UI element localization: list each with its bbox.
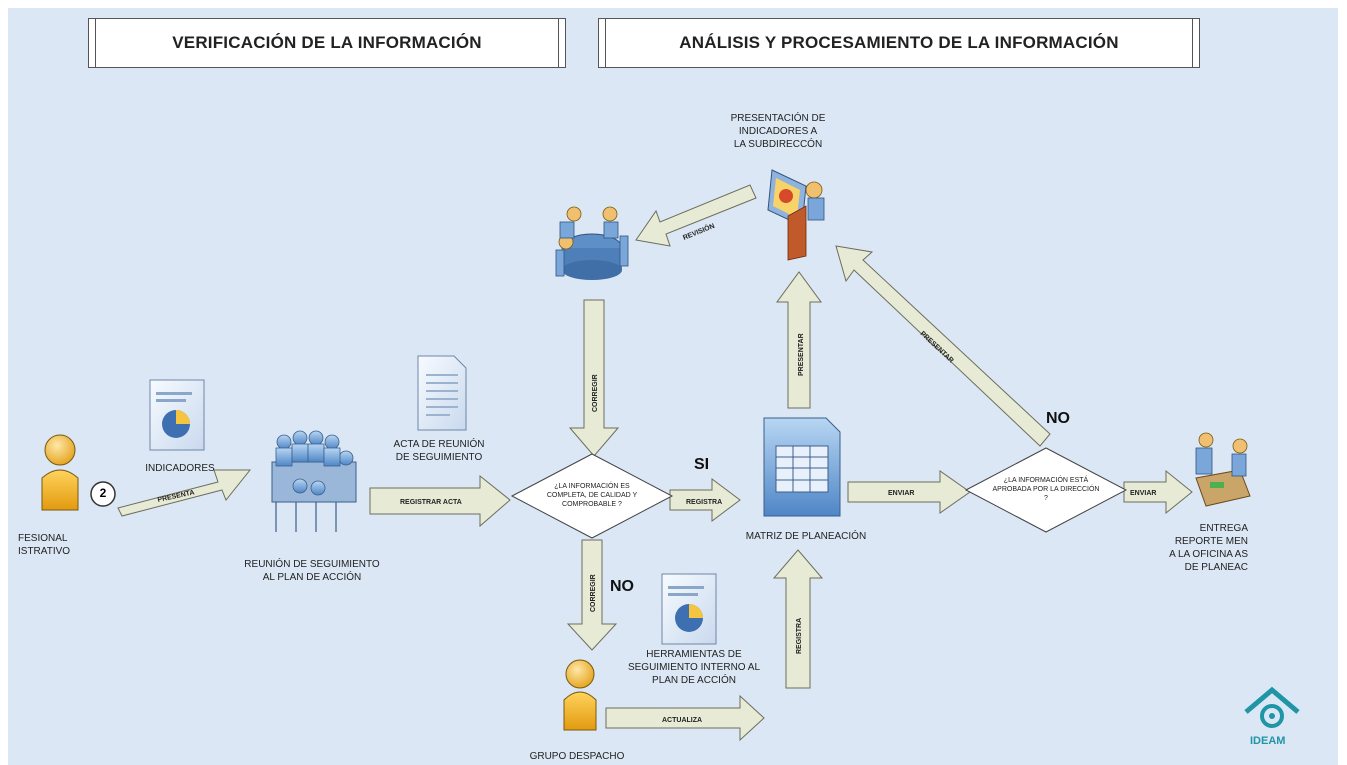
arrow-enviar-1	[847, 470, 971, 514]
label-herramientas: HERRAMIENTAS DE SEGUIMIENTO INTERNO AL P…	[627, 649, 761, 686]
presenter-screen-icon	[767, 169, 825, 261]
arrow-corregir-top	[568, 299, 620, 457]
label-enviar-2: ENVIAR	[1130, 490, 1156, 497]
label-grupo: GRUPO DESPACHO	[529, 751, 625, 762]
label-matriz: MATRIZ DE PLANEACIÓN	[745, 531, 867, 542]
label-presentacion: PRESENTACIÓN DE INDICADORES A LA SUBDIRE…	[730, 113, 826, 150]
person-icon-grupo-despacho	[563, 659, 597, 731]
person-icon-profesional	[41, 434, 79, 511]
revision-meeting-icon	[555, 206, 629, 280]
branch-no-top: NO	[1046, 410, 1070, 427]
label-entrega: ENTREGA REPORTE MEN A LA OFICINA AS DE P…	[1169, 523, 1248, 573]
branch-no-bottom: NO	[610, 578, 634, 595]
decision-question-2: ¿LA INFORMACIÓN ESTÁ APROBADA POR LA DIR…	[992, 477, 1100, 502]
arrow-enviar-2	[1123, 469, 1193, 515]
label-reunion: REUNIÓN DE SEGUIMIENTO AL PLAN DE ACCIÓN	[244, 559, 380, 583]
header-verification: VERIFICACIÓN DE LA INFORMACIÓN	[88, 18, 566, 68]
ideam-logo-icon	[1244, 686, 1300, 728]
arrow-actualiza	[605, 694, 765, 742]
label-indicadores: INDICADORES	[145, 463, 215, 474]
arrow-registra-up	[772, 549, 824, 689]
arrow-presentar-up	[776, 271, 822, 409]
decision-question-1: ¿LA INFORMACIÓN ES COMPLETA, DE CALIDAD …	[546, 483, 638, 508]
step-number-circle	[90, 481, 116, 507]
matriz-spreadsheet-icon	[763, 417, 841, 517]
label-profesional: FESIONAL ISTRATIVO	[18, 533, 71, 557]
entrega-meeting-icon	[1195, 432, 1251, 507]
arrow-corregir-bottom	[566, 539, 618, 651]
label-acta: ACTA DE REUNIÓN DE SEGUIMIENTO	[393, 439, 485, 463]
ideam-logo-text: IDEAM	[1250, 735, 1285, 747]
arrow-registra-right	[669, 478, 741, 522]
arrow-presenta	[117, 469, 252, 517]
meeting-group-icon	[271, 430, 357, 532]
header-verification-title: VERIFICACIÓN DE LA INFORMACIÓN	[172, 33, 482, 52]
header-analysis-title: ANÁLISIS Y PROCESAMIENTO DE LA INFORMACI…	[679, 33, 1119, 52]
arrow-presentar-diagonal	[835, 245, 1051, 447]
arrow-registrar-acta	[369, 474, 511, 528]
indicadores-document-icon	[149, 379, 205, 451]
label-registra-right: REGISTRA	[686, 499, 722, 506]
label-enviar-1: ENVIAR	[888, 490, 914, 497]
decision-diamond-1	[510, 453, 674, 539]
acta-document-icon	[417, 355, 467, 431]
herramientas-document-icon	[661, 573, 717, 645]
arrow-revision	[635, 184, 757, 247]
decision-diamond-2	[964, 447, 1128, 533]
label-actualiza: ACTUALIZA	[662, 717, 702, 724]
label-registra-up: REGISTRA	[796, 618, 803, 654]
header-analysis: ANÁLISIS Y PROCESAMIENTO DE LA INFORMACI…	[598, 18, 1200, 68]
branch-si: SI	[694, 456, 710, 473]
label-registrar-acta: REGISTRAR ACTA	[400, 499, 462, 506]
label-corregir-top: CORREGIR	[592, 374, 599, 412]
step-number: 2	[99, 486, 107, 500]
label-presentar-up: PRESENTAR	[798, 333, 805, 376]
label-corregir-bottom: CORREGIR	[590, 574, 597, 612]
